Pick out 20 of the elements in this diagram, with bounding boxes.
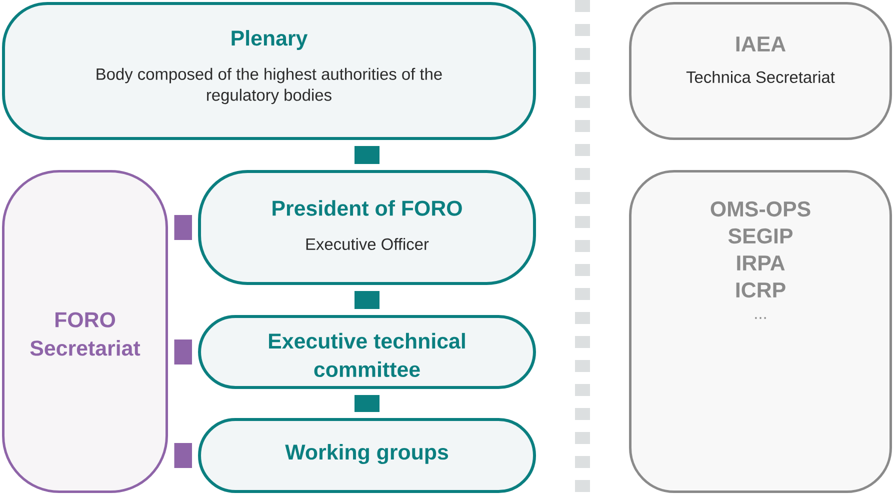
connector-square (174, 340, 192, 364)
box-heading: Working groups (285, 444, 448, 464)
box-heading: President of FORO (272, 200, 462, 216)
connector-square (354, 146, 380, 164)
connector-square (354, 291, 380, 309)
box-description: ... (755, 317, 766, 319)
box-heading: ICRP (736, 282, 786, 298)
box-heading: IRPA (737, 256, 785, 270)
box-heading: Plenary (232, 30, 308, 50)
box-description: Technica Secretariat (686, 70, 835, 84)
box-heading: Executive technical committee (269, 332, 465, 378)
box-description: Executive Officer (306, 238, 429, 250)
box-heading: OMS-OPS (710, 201, 810, 217)
connector-square (354, 395, 380, 412)
box-description: Body composed of the highest authorities of the regulatory bodies (96, 68, 442, 104)
connector-square (174, 443, 192, 468)
box-heading: SEGIP (728, 228, 793, 244)
box-heading: FORO Secretariat (30, 312, 140, 356)
box-heading: IAEA (736, 36, 786, 52)
connector-square (174, 215, 192, 240)
